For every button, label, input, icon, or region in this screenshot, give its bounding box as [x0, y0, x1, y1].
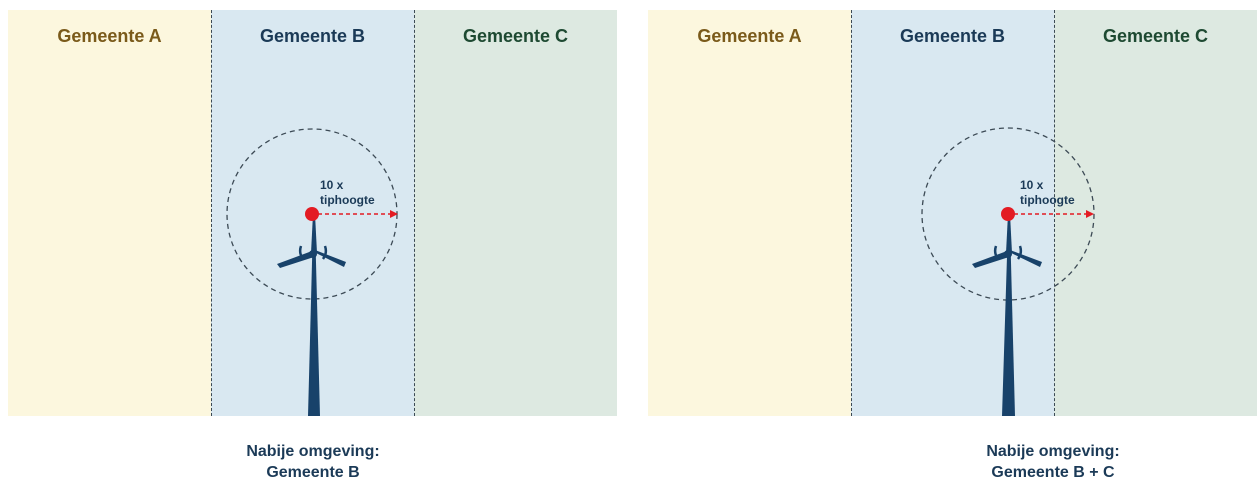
caption-left: Nabije omgeving: Gemeente B [163, 441, 463, 483]
radius-label-line1: 10 x [320, 178, 344, 192]
arrow-head [1086, 210, 1094, 218]
radius-label-line1: 10 x [1020, 178, 1044, 192]
zone-label-c: Gemeente C [462, 26, 569, 46]
caption-right-line1: Nabije omgeving: [986, 443, 1120, 460]
caption-right: Nabije omgeving: Gemeente B + C [903, 441, 1203, 483]
zone-gemeente-b [851, 10, 1054, 416]
caption-left-line1: Nabije omgeving: [246, 443, 380, 460]
left-scenario-panel: Gemeente A Gemeente B Gemeente C 10 x ti… [8, 10, 617, 416]
boundary-b-c [414, 10, 415, 416]
radius-label-line2: tiphoogte [1020, 193, 1075, 207]
zone-label-b: Gemeente B [259, 26, 366, 46]
boundary-a-b [211, 10, 212, 416]
wind-turbine-icon [277, 214, 346, 416]
zone-gemeente-a [8, 10, 211, 416]
turbine-diagram: 10 x tiphoogte [226, 128, 398, 416]
wind-turbine-icon [972, 214, 1042, 416]
zone-label-c: Gemeente C [1102, 26, 1209, 46]
boundary-a-b [851, 10, 852, 416]
zone-label-b: Gemeente B [899, 26, 1006, 46]
boundary-b-c [1054, 10, 1055, 416]
zone-label-a: Gemeente A [697, 26, 802, 46]
caption-right-line2: Gemeente B + C [991, 464, 1115, 481]
zone-label-a: Gemeente A [57, 26, 162, 46]
turbine-hub [305, 207, 319, 221]
radius-label-line2: tiphoogte [320, 193, 375, 207]
right-scenario-panel: Gemeente A Gemeente B Gemeente C 10 x ti… [648, 10, 1257, 416]
caption-left-line2: Gemeente B [266, 464, 360, 481]
arrow-head [390, 210, 398, 218]
zone-gemeente-a [648, 10, 851, 416]
zone-gemeente-c [414, 10, 617, 416]
turbine-diagram: 10 x tiphoogte [921, 127, 1095, 416]
turbine-hub [1001, 207, 1015, 221]
